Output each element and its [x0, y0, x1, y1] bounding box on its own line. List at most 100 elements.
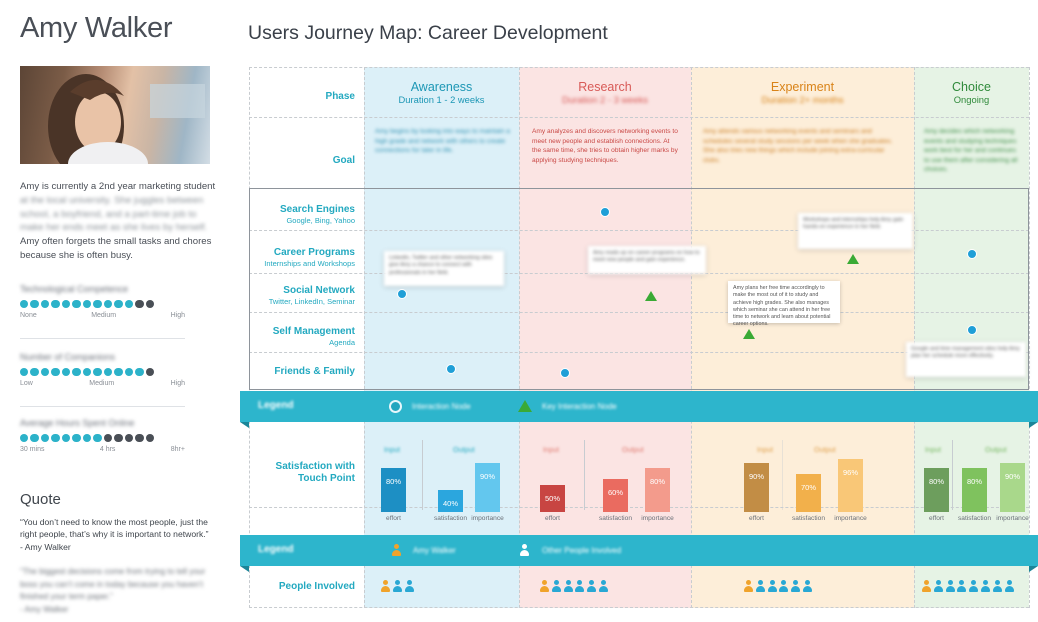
channel-name: Friends & Family — [274, 366, 355, 377]
legend-other-people: Other People Involved — [542, 546, 622, 555]
persona-person-icon — [922, 580, 931, 592]
phase-research-duration: Duration 2 - 3 weeks — [562, 94, 648, 105]
channel-sub: Agenda — [329, 338, 355, 347]
other-person-icon — [957, 580, 967, 592]
metric-dot-filled — [72, 368, 81, 377]
other-person-icon — [779, 580, 789, 592]
phase-experiment-duration: Duration 2+ months — [761, 94, 844, 105]
metric-dot-filled — [82, 300, 92, 309]
bar-value-label: 50% — [544, 493, 560, 503]
bar-category-label: importance — [834, 515, 867, 522]
metric-dot-filled — [103, 300, 113, 309]
key-interaction-node[interactable] — [645, 291, 657, 301]
metric-dot-filled — [30, 300, 39, 309]
phase-choice-title: Choice — [952, 80, 991, 94]
interaction-node[interactable] — [600, 207, 610, 217]
channel-search-engines: Search Engines Google, Bing, Yahoo — [250, 204, 355, 225]
quote-heading: Quote — [20, 491, 61, 508]
phase-column-choice — [914, 67, 1029, 608]
metric-dot-filled — [135, 368, 144, 377]
legend-fold-right — [1029, 422, 1038, 428]
channel-friends-family: Friends & Family — [250, 366, 355, 377]
phase-column-awareness — [364, 67, 519, 608]
interaction-node[interactable] — [446, 364, 456, 374]
metric-dot-empty — [145, 368, 154, 377]
input-label: Input — [543, 445, 559, 454]
quote-secondary: “The biggest decisions come from trying … — [20, 566, 215, 616]
other-person-icon — [933, 580, 943, 592]
interaction-node[interactable] — [967, 249, 977, 259]
phase-research-title: Research — [578, 80, 632, 94]
touchpoint-grid — [249, 188, 1029, 390]
legend-title: Legend — [258, 544, 294, 555]
metric-divider — [20, 338, 185, 339]
row-label-people: People Involved — [278, 581, 355, 592]
bar-research-satisfaction: 60% — [603, 479, 628, 512]
scale-high: High — [170, 312, 185, 320]
other-person-icon — [767, 580, 777, 592]
other-person-icon — [969, 580, 979, 592]
other-person-icon — [802, 580, 812, 592]
metric-dots — [20, 368, 185, 377]
metric-title: Average Hours Spent Online — [20, 418, 135, 428]
other-person-icon — [945, 580, 955, 592]
input-label: Input — [384, 445, 400, 454]
people-research — [540, 580, 608, 592]
quote-text: “You don’t need to know the most people,… — [20, 517, 209, 540]
grid-line — [691, 67, 692, 608]
map-title: Users Journey Map: Career Development — [248, 22, 608, 44]
phase-awareness-title: Awareness — [410, 80, 473, 94]
bar-value-label: 80% — [966, 477, 982, 486]
key-node-legend-icon — [518, 400, 532, 412]
bar-experiment-satisfaction: 70% — [796, 473, 821, 512]
metric-scale: Low Medium High — [20, 380, 185, 387]
other-person-icon — [587, 580, 597, 592]
quote-author: - Amy Walker — [20, 541, 71, 552]
grid-line — [249, 312, 1029, 313]
bar-awareness-importance: 90% — [475, 462, 500, 512]
phase-awareness-duration: Duration 1 - 2 weeks — [398, 94, 485, 105]
channel-name: Social Network — [283, 285, 355, 296]
metric-dot-filled — [40, 434, 50, 443]
bar-awareness-effort: 80% — [381, 468, 406, 512]
bar-choice-effort: 80% — [924, 468, 949, 512]
bar-category-label: effort — [386, 515, 401, 522]
input-label: Input — [925, 445, 941, 454]
bar-value-label: 90% — [748, 471, 764, 481]
output-label: Output — [622, 445, 644, 454]
row-label-satisfaction: Satisfaction with Touch Point — [275, 461, 355, 484]
channel-self-management: Self Management Agenda — [250, 326, 355, 347]
note-experiment-career: Workshops and internships help Amy gain … — [798, 213, 913, 249]
bar-category-label: importance — [996, 515, 1029, 522]
metric-dot-filled — [124, 368, 134, 377]
legend-key-interaction-node: Key Interaction Node — [542, 402, 617, 411]
persona-person-icon — [381, 580, 390, 592]
metric-dot-filled — [61, 300, 71, 309]
interaction-node[interactable] — [560, 368, 570, 378]
metric-divider — [20, 406, 185, 407]
note-self-management: Amy plans her free time accordingly to m… — [728, 281, 840, 327]
legend-fold-left — [240, 566, 249, 572]
metric-title: Number of Companions — [20, 352, 116, 362]
interaction-node[interactable] — [967, 325, 977, 335]
metric-dot-filled — [40, 300, 50, 309]
bar-category-label: satisfaction — [958, 515, 991, 522]
quote2-author: - Amy Walker — [20, 604, 69, 614]
interaction-node[interactable] — [397, 289, 407, 299]
quote2-text: “The biggest decisions come from trying … — [20, 567, 206, 601]
quote-body: “You don’t need to know the most people,… — [20, 516, 215, 553]
persona-bio: Amy is currently a 2nd year marketing st… — [20, 180, 220, 263]
key-interaction-node[interactable] — [743, 329, 755, 339]
scale-low: 30 mins — [20, 446, 45, 454]
bar-experiment-importance: 96% — [838, 459, 863, 512]
bar-experiment-effort: 90% — [744, 462, 769, 512]
other-person-icon — [755, 580, 765, 592]
people-choice — [922, 580, 1014, 592]
bio-blurred-text: at the local university. She juggles bet… — [20, 194, 208, 234]
key-interaction-node[interactable] — [847, 254, 859, 264]
legend-title: Legend — [258, 400, 294, 411]
legend-band-people: Legend Amy Walker Other People Involved — [240, 535, 1038, 566]
grid-line — [914, 67, 915, 608]
grid-line — [249, 607, 1029, 608]
persona-person-icon — [744, 580, 753, 592]
